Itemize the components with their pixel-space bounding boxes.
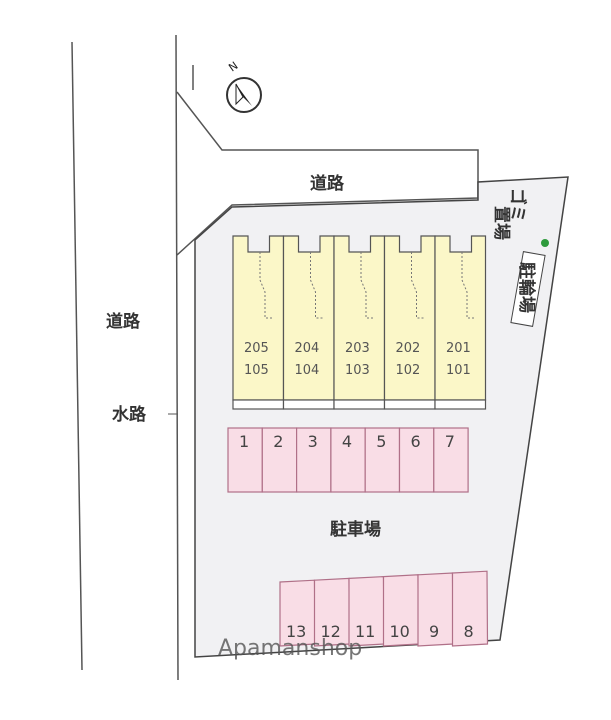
parking-number: 2	[273, 432, 283, 451]
parking-number: 4	[342, 432, 352, 451]
parking-space: 3	[296, 427, 332, 493]
unit-number-upper: 204	[295, 341, 320, 356]
parking-number: 8	[464, 622, 474, 641]
parking-row-2: 13 12 11 10 9 8	[279, 570, 489, 647]
bicycle-marker-icon	[541, 239, 549, 247]
waterway-line	[71, 41, 83, 671]
parking-number: 3	[308, 432, 318, 451]
parking-space: 6	[398, 427, 435, 493]
waterway-label: 水路	[112, 404, 147, 425]
north-label: N	[226, 59, 240, 74]
parking-number: 9	[429, 622, 439, 641]
parking-space: 4	[330, 427, 366, 493]
unit-number-lower: 104	[295, 363, 320, 378]
parking-number: 11	[355, 622, 375, 641]
parking-space: 2	[261, 427, 298, 493]
parking-number: 6	[411, 432, 421, 451]
north-compass-icon: N	[226, 59, 262, 113]
parking-row-1: 1 2 3 4 5 6 7	[227, 427, 469, 493]
parking-space: 13	[279, 579, 316, 647]
parking-number: 12	[321, 622, 341, 641]
unit-number-upper: 205	[244, 341, 269, 356]
top-road	[176, 91, 479, 256]
parking-number: 5	[376, 432, 386, 451]
parking-space: 8	[451, 570, 489, 647]
unit-number-upper: 201	[446, 341, 471, 356]
garbage-label-2: 置場	[491, 206, 511, 240]
parking-space: 10	[382, 574, 420, 647]
parking-space: 9	[417, 572, 454, 647]
parking-label: 駐車場	[330, 519, 381, 540]
road-top-label: 道路	[310, 173, 345, 194]
unit-number-lower: 103	[345, 363, 370, 378]
unit-number-lower: 101	[446, 363, 471, 378]
unit-number-upper: 203	[345, 341, 370, 356]
parking-number: 7	[445, 432, 455, 451]
road-edge-line	[175, 34, 179, 681]
parking-space: 1	[227, 427, 263, 493]
bicycle-label: 駐輪場	[516, 262, 537, 313]
parking-number: 10	[390, 622, 410, 641]
garbage-area: ゴミ 置場	[491, 188, 528, 240]
parking-space: 7	[433, 427, 469, 493]
parking-number: 13	[286, 622, 306, 641]
garbage-label-1: ゴミ	[507, 188, 528, 222]
parking-space: 5	[364, 427, 401, 493]
parking-number: 1	[239, 432, 249, 451]
parking-space: 11	[348, 575, 385, 647]
road-left-label: 道路	[106, 311, 141, 332]
unit-number-lower: 102	[396, 363, 421, 378]
watermark: Apamanshop	[218, 636, 362, 661]
unit-number-lower: 105	[244, 363, 269, 378]
bicycle-parking: 駐輪場	[510, 251, 546, 327]
unit-number-upper: 202	[396, 341, 421, 356]
